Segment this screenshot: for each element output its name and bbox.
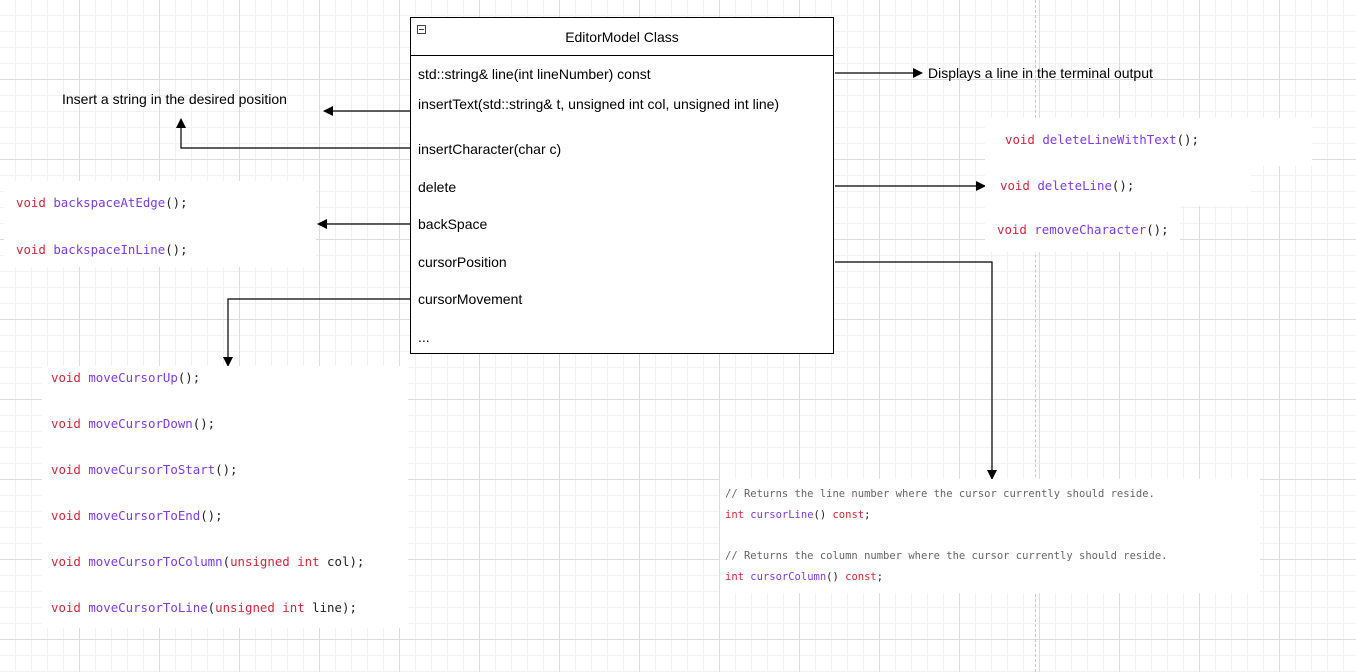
delete-code-bg-3	[985, 206, 1180, 252]
code-line-move-cursor-to-column: void moveCursorToColumn(unsigned int col…	[51, 554, 365, 569]
code-line-delete-line-with-text: void deleteLineWithText();	[1005, 132, 1199, 147]
code-line-move-cursor-to-end: void moveCursorToEnd();	[51, 508, 223, 523]
delete-code-bg-2	[985, 166, 1251, 206]
comment-cursor-line: // Returns the line number where the cur…	[725, 488, 1155, 500]
code-line-cursor-line: int cursorLine() const;	[725, 509, 871, 521]
delete-code-bg-1	[985, 118, 1312, 166]
member-backspace: backSpace	[418, 216, 488, 232]
code-line-move-cursor-down: void moveCursorDown();	[51, 416, 216, 431]
code-line-backspace-in-line: void backspaceInLine();	[16, 242, 188, 257]
comment-cursor-column: // Returns the column number where the c…	[725, 550, 1168, 562]
insert-string-note: Insert a string in the desired position	[62, 91, 287, 107]
page-guide-line	[1035, 0, 1036, 672]
cursorposition-to-code-arrow	[835, 261, 997, 480]
code-line-move-cursor-to-line: void moveCursorToLine(unsigned int line)…	[51, 600, 357, 615]
member-insertcharacter: insertCharacter(char c)	[418, 141, 562, 157]
member-delete: delete	[418, 179, 457, 195]
member-inserttext: insertText(std::string& t, unsigned int …	[418, 96, 780, 112]
class-header: EditorModel Class	[411, 18, 833, 56]
member-ellipsis: ...	[418, 329, 430, 345]
code-line-delete-line: void deleteLine();	[1000, 178, 1135, 193]
movement-code-block	[42, 366, 408, 628]
cursormovement-to-code-arrow	[223, 298, 410, 367]
insertcharacter-to-note-arrow	[176, 118, 410, 149]
display-line-note: Displays a line in the terminal output	[928, 65, 1153, 81]
code-line-move-cursor-up: void moveCursorUp();	[51, 370, 201, 385]
collapse-icon[interactable]	[417, 25, 426, 34]
member-line: std::string& line(int lineNumber) const	[418, 66, 651, 82]
code-line-backspace-at-edge: void backspaceAtEdge();	[16, 195, 188, 210]
code-line-remove-character: void removeCharacter();	[997, 222, 1169, 237]
editormodel-class-box[interactable]: EditorModel Class std::string& line(int …	[410, 17, 834, 354]
member-cursorposition: cursorPosition	[418, 254, 507, 270]
position-code-block	[720, 479, 1260, 593]
member-cursormovement: cursorMovement	[418, 291, 523, 307]
backspace-code-block	[4, 181, 316, 267]
code-line-cursor-column: int cursorColumn() const;	[725, 571, 884, 583]
code-line-move-cursor-to-start: void moveCursorToStart();	[51, 462, 238, 477]
class-title: EditorModel Class	[565, 29, 679, 45]
